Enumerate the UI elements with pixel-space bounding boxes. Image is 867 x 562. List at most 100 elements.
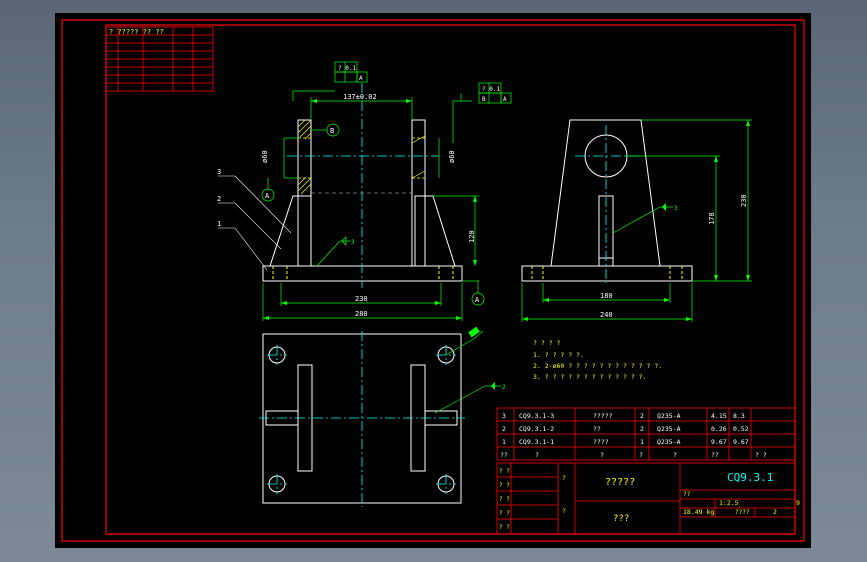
title-scale: 1:2.5 <box>719 499 739 507</box>
parts-row-1-unit-mass: 0.26 <box>711 425 727 433</box>
title-unit: ??? <box>613 514 629 524</box>
parts-row-2-material: Q235-A <box>657 438 681 446</box>
parts-header-code: ? <box>535 451 539 459</box>
part-leaders <box>218 175 292 271</box>
dim-side-base-outer: 240 <box>600 311 613 319</box>
dim-right-dia: ø60 <box>448 150 456 163</box>
title-sheet-number: 2 <box>773 508 777 516</box>
top-weld-leaders <box>434 330 501 414</box>
title-left-label-4: ? ? <box>499 524 510 531</box>
title-weight-suffix: ???? <box>735 509 750 516</box>
weld-label-2: 3 <box>674 205 678 212</box>
weld-symbol-front <box>316 236 351 267</box>
drawing-sheet: ? ????? ?? ?? <box>55 13 811 548</box>
title-sheet-count-q: ?? <box>683 491 691 498</box>
title-weight: 18.49 kg <box>683 508 714 516</box>
tol-frame-1-text: ? 0.1 <box>338 65 356 72</box>
parts-header-notes: ? ? <box>755 451 767 459</box>
tol-frame-2-text: ? 0.1 <box>482 86 500 93</box>
datum-a2-label: A <box>475 296 480 304</box>
parts-header-unit-mass: ?? <box>711 451 719 459</box>
parts-list <box>496 407 796 461</box>
parts-row-1-name: ?? <box>593 425 601 433</box>
tol-frame-1-datum: A <box>359 75 363 82</box>
title-name: ????? <box>605 477 635 488</box>
parts-row-0-total-mass: 8.3 <box>733 412 745 420</box>
drawing-number: CQ9.3.1 <box>727 471 773 484</box>
front-centerlines <box>287 83 439 288</box>
parts-header-material: ? <box>673 451 677 459</box>
parts-header-no: ?? <box>500 451 508 459</box>
parts-header: ?? ? ? ? ? ?? ? ? <box>500 451 767 459</box>
parts-row-0-name: ????? <box>593 412 613 420</box>
tolerance-frame-1 <box>334 61 368 83</box>
dim-arrows <box>263 99 477 320</box>
top-centerlines <box>259 331 465 507</box>
dim-base-outer: 280 <box>355 310 368 318</box>
title-label-q1: ? <box>562 474 566 482</box>
hatching <box>297 119 426 195</box>
technical-notes: ? ? ? ? 1. ? ? ? ? ?. 2. 2-ø60 ? ? ? ? ?… <box>533 339 662 381</box>
parts-row-0-no: 3 <box>502 412 506 420</box>
datum-b: B <box>311 123 340 137</box>
dim-base-inner: 230 <box>355 295 368 303</box>
outer-border <box>61 19 805 542</box>
side-dimensions <box>521 119 752 322</box>
leader-label-1: 1 <box>217 220 221 228</box>
parts-row-1-material: Q235-A <box>657 425 681 433</box>
parts-row-0-material: Q235-A <box>657 412 681 420</box>
side-view <box>521 119 693 282</box>
title-label-q2: ? <box>562 507 566 515</box>
parts-row-0-qty: 2 <box>640 412 644 420</box>
datum-a-base: A <box>471 281 485 306</box>
hidden-bore <box>298 137 425 179</box>
parts-header-qty: ? <box>639 451 643 459</box>
title-left-label-3: ? ? <box>499 510 510 517</box>
datum-a-front: A <box>261 178 275 202</box>
parts-header-name: ? <box>600 451 604 459</box>
notes-heading: ? ? ? ? <box>533 339 560 347</box>
title-side-q: 9 <box>796 499 800 507</box>
dim-side-height-total: 230 <box>740 194 748 207</box>
leader-label-3: 3 <box>217 168 221 176</box>
leader-label-2: 2 <box>217 195 221 203</box>
parts-row-2-name: ???? <box>593 438 609 446</box>
parts-row-2-qty: 1 <box>640 438 644 446</box>
revision-table-header: ? ????? ?? ?? <box>109 28 164 36</box>
cad-drawing: ? ????? ?? ?? <box>61 19 805 542</box>
revision-table <box>105 26 214 92</box>
title-block <box>496 462 796 535</box>
parts-row-2-unit-mass: 9.67 <box>711 438 727 446</box>
title-left-label-1: ? ? <box>499 482 510 489</box>
dim-side-base-inner: 180 <box>600 292 613 300</box>
parts-row-1-no: 2 <box>502 425 506 433</box>
parts-row-2-no: 1 <box>502 438 506 446</box>
title-left-label-2: ? ? <box>499 496 510 503</box>
datum-a1-label: A <box>265 192 270 200</box>
front-dimensions <box>262 90 479 321</box>
tol-frame-2-datum-b: B <box>482 96 486 103</box>
tolerance-frame-2 <box>478 82 512 104</box>
parts-row-1-qty: 2 <box>640 425 644 433</box>
dim-left-dia: ø60 <box>261 150 269 163</box>
parts-row-2-total-mass: 9.67 <box>733 438 749 446</box>
parts-row-0-unit-mass: 4.15 <box>711 412 727 420</box>
inner-border <box>105 24 796 535</box>
weld-label-3: 2 <box>502 384 506 391</box>
front-view <box>262 119 463 282</box>
side-dim-arrows <box>522 120 750 321</box>
dim-top-span: 137±0.02 <box>343 93 377 101</box>
note-2: 2. 2-ø60 ? ? ? ? ? ? ? ? ? ? ? ?. <box>533 362 662 370</box>
title-left-label-0: ? ? <box>499 468 510 475</box>
parts-row-1-code: CQ9.3.1-2 <box>519 425 554 433</box>
parts-row-2-code: CQ9.3.1-1 <box>519 438 554 446</box>
tol-frame-2-datum-a: A <box>503 96 507 103</box>
dim-height-left: 120 <box>468 230 476 243</box>
weld-label-1: 3 <box>351 239 355 246</box>
parts-row-0-code: CQ9.3.1-3 <box>519 412 554 420</box>
datum-b-label: B <box>330 127 334 135</box>
dim-side-height-hole: 178 <box>708 212 716 225</box>
note-1: 1. ? ? ? ? ?. <box>533 351 584 359</box>
note-3: 3. ? ? ? ? ? ? ? ? ? ? ? ? ?. <box>533 373 647 381</box>
